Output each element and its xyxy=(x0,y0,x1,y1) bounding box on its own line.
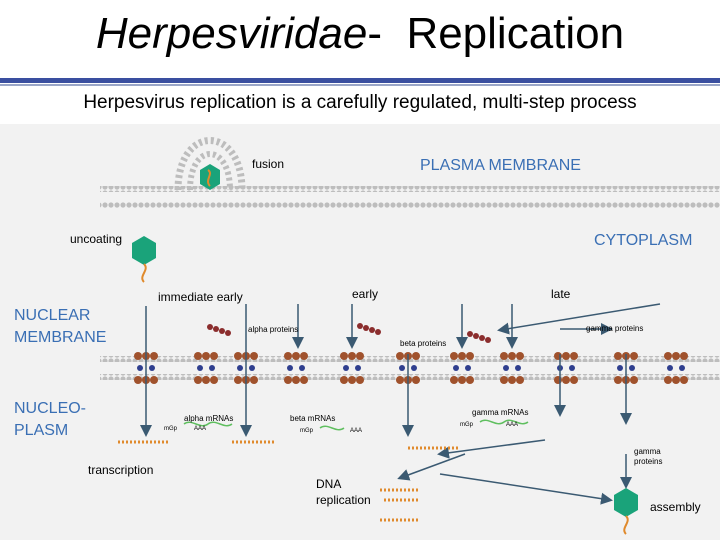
title-divider xyxy=(0,78,720,83)
label-beta-mrnas: beta mRNAs xyxy=(290,414,335,423)
assembly-capsid xyxy=(614,488,638,535)
label-fusion: fusion xyxy=(252,157,284,171)
label-transcription: transcription xyxy=(88,463,153,477)
diagram-background xyxy=(0,124,720,540)
uncoating-capsid xyxy=(132,236,156,283)
label-cytoplasm: CYTOPLASM xyxy=(594,232,692,249)
label-gamma-2: gamma xyxy=(634,447,661,456)
label-mgp-2: mGp xyxy=(300,428,314,434)
label-proteins-2: proteins xyxy=(634,457,662,466)
replication-diagram: fusion PLASMA MEMBRANE uncoating CYTOPLA… xyxy=(0,124,720,540)
transport-arrows xyxy=(140,303,661,505)
label-plasma-membrane: PLASMA MEMBRANE xyxy=(420,157,581,174)
label-assembly: assembly xyxy=(650,500,701,514)
label-alpha-mrnas: alpha mRNAs xyxy=(184,414,233,423)
slide-title: Herpesviridae- Replication xyxy=(0,8,720,60)
label-aaa-1: AAA xyxy=(194,426,206,432)
label-mgp-3: mGp xyxy=(460,422,474,428)
label-late: late xyxy=(551,287,571,301)
label-aaa-2: AAA xyxy=(350,428,362,434)
label-alpha-proteins: alpha proteins xyxy=(248,325,298,334)
label-early: early xyxy=(352,287,378,301)
label-membrane: MEMBRANE xyxy=(14,329,106,346)
title-dash: - xyxy=(367,9,382,58)
label-nuclear: NUCLEAR xyxy=(14,307,90,324)
label-gamma-mrnas: gamma mRNAs xyxy=(472,408,528,417)
label-gamma-proteins: gamma proteins xyxy=(586,324,643,333)
slide-subtitle: Herpesvirus replication is a carefully r… xyxy=(83,92,637,113)
label-replication: replication xyxy=(316,493,371,507)
label-mgp-1: mGp xyxy=(164,426,178,432)
dna-strands xyxy=(118,440,460,522)
mrna-strands xyxy=(183,419,529,431)
label-dna: DNA xyxy=(316,477,341,491)
title-rest: Replication xyxy=(406,9,625,58)
label-plasm: PLASM xyxy=(14,422,68,439)
label-uncoating: uncoating xyxy=(70,232,122,246)
title-italic: Herpesviridae xyxy=(95,9,368,58)
protein-cluster xyxy=(207,323,491,343)
label-immediate-early: immediate early xyxy=(158,290,243,304)
fusing-virus-capsid xyxy=(200,164,220,190)
label-nucleo: NUCLEO- xyxy=(14,400,86,417)
plasma-membrane xyxy=(100,137,720,208)
label-beta-proteins: beta proteins xyxy=(400,339,446,348)
title-divider-shadow xyxy=(0,84,720,86)
label-aaa-3: AAA xyxy=(506,422,518,428)
